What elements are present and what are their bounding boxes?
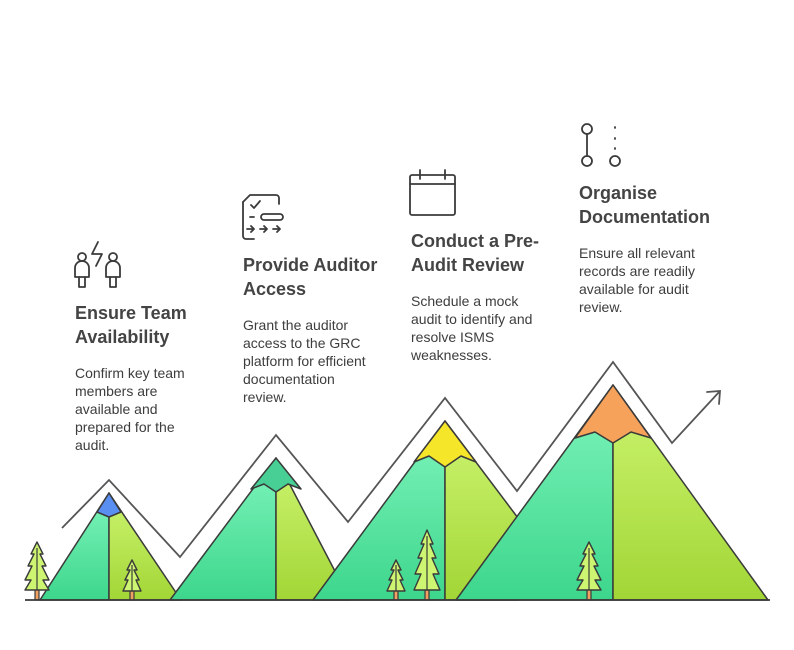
- step-title: Conduct a Pre-Audit Review: [411, 231, 540, 275]
- peak-1: [96, 492, 122, 518]
- tree-4: [413, 529, 441, 601]
- workflow-nodes-icon: [581, 123, 621, 167]
- trail-arrowhead-icon: [706, 390, 721, 405]
- tree-1: [24, 541, 50, 601]
- mountain-1: [39, 492, 182, 601]
- document-check-icon: [242, 194, 284, 240]
- peak-3: [413, 420, 477, 468]
- tree-2: [122, 559, 142, 601]
- step-conduct-pre-audit-review: Conduct a Pre-Audit Review Schedule a mo…: [411, 229, 571, 364]
- team-availability-icon: [74, 241, 121, 288]
- peak-2: [250, 457, 302, 493]
- peak-4: [574, 384, 652, 444]
- mountain-4: [455, 384, 769, 601]
- progress-trail-line: [61, 360, 721, 559]
- calendar-icon: [409, 169, 456, 216]
- tree-5: [576, 541, 602, 601]
